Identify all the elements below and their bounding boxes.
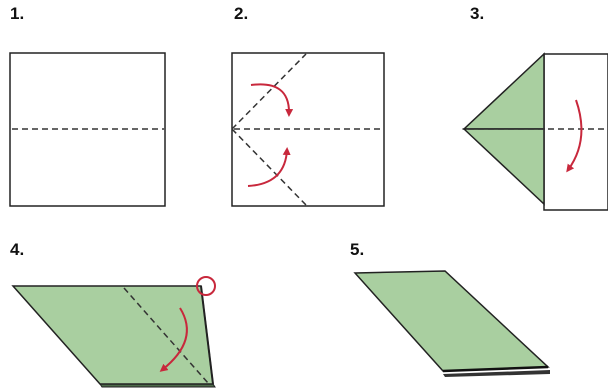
step-3-number: 3. <box>470 4 485 23</box>
folded-flap-top <box>462 52 545 130</box>
step-1-number: 1. <box>10 4 25 23</box>
fold-line <box>231 53 307 130</box>
step-5-number: 5. <box>350 240 365 259</box>
corner-highlight-circle <box>196 276 216 296</box>
step-2-number: 2. <box>234 4 249 23</box>
fold-arrow-icon <box>566 99 583 173</box>
folded-paper <box>11 285 214 385</box>
step-4-diagram <box>11 276 216 388</box>
fold-arrow-icon <box>250 83 294 117</box>
step-4-number: 4. <box>10 240 25 259</box>
step-2-diagram <box>231 52 385 207</box>
fold-line <box>231 128 307 206</box>
step-3-diagram <box>462 52 608 211</box>
fold-arrow-icon <box>247 147 291 187</box>
paper-edge <box>442 365 549 373</box>
paper-edge <box>443 370 550 377</box>
fold-arrow-icon <box>159 307 188 372</box>
folded-flap-bottom <box>462 128 545 206</box>
fold-line <box>123 287 209 384</box>
paper-body <box>543 53 608 211</box>
step-5-diagram <box>353 270 550 377</box>
step-1-diagram <box>9 52 166 207</box>
paper-edge <box>200 285 214 385</box>
finished-shape <box>353 270 550 372</box>
